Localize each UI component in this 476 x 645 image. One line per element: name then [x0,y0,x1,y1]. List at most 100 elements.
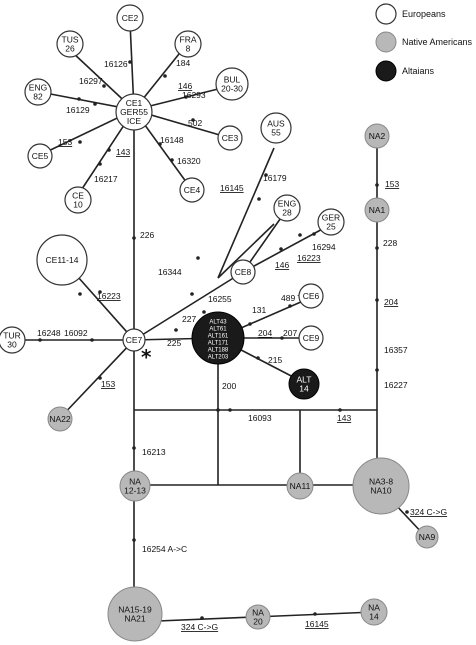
mutation-tick-29 [38,338,42,342]
mutation-tick-4 [93,102,97,106]
mutation-tick-19 [78,292,82,296]
edge-label-e-ce7-ce11: 16223 [97,291,121,301]
edge-label-e-na1-d: 16227 [384,380,408,390]
edge-ce7-ce8 [133,271,244,341]
star-marker: * [141,345,152,369]
edge-label-e-aus-b: 16179 [263,173,287,183]
node-label-bul: 20-30 [221,84,243,94]
node-label-na38: NA3-8 [369,477,393,487]
node-ce7: CE7 [122,328,146,352]
node-circle-ce9 [298,325,324,351]
edge-label-e-ger-c: 146 [275,260,289,270]
mutation-tick-21 [190,292,194,296]
node-na11: NA11 [286,472,314,500]
node-label-ger25: 25 [326,222,336,232]
mutation-tick-36 [375,183,379,187]
mutation-tick-39 [375,368,379,372]
mutation-tick-38 [375,298,379,302]
node-circle-eng82 [24,78,52,106]
node-ce4: CE4 [179,177,205,203]
mutation-tick-7 [78,140,82,144]
node-circle-na20 [245,604,271,630]
edge-label-e-ce1-ce4a: 16148 [160,135,184,145]
node-label-eng82: 82 [33,92,43,102]
node-label-ce7: CE7 [126,335,143,345]
mutation-tick-0 [128,60,132,64]
mutation-tick-16 [312,232,316,236]
edge-label-e-ce7-ce8: 16255 [208,294,232,304]
edge-label-e-na-vert: 16213 [142,447,166,457]
node-label-aus: AUS [267,119,285,129]
edge-label-e-tur-a: 16248 [37,328,61,338]
node-circle-na1519 [107,586,163,642]
node-label-altbig: ALT188 [208,348,229,354]
mutation-tick-25 [288,304,292,308]
mutation-tick-17 [279,247,283,251]
node-na2: NA2 [364,123,390,149]
mutation-tick-37 [375,246,379,250]
mutation-tick-22 [174,328,178,332]
mutation-tick-6 [191,118,195,122]
node-circle-na14 [360,598,388,626]
node-circle-ce8 [230,259,256,285]
node-label-ce4: CE4 [184,185,201,195]
mutation-tick-9 [98,162,102,166]
node-circle-altbig [191,311,245,365]
node-label-na14: NA [368,603,380,613]
node-circle-ce1 [115,93,153,131]
node-label-alt14: ALT [297,375,312,385]
node-circle-na1213 [119,470,151,502]
node-label-ger25: GER [322,213,340,223]
mutation-tick-5 [184,95,188,99]
node-label-na22: NA22 [49,414,71,424]
node-label-ce3: CE3 [222,133,239,143]
node-ce6: CE6 [298,283,324,309]
mutation-tick-20 [98,290,102,294]
node-ce8: CE8 [230,259,256,285]
edge-label-e-alt-alt14: 215 [268,355,282,365]
node-label-ce9: CE9 [303,333,320,343]
node-label-altbig: ALT61 [209,327,227,333]
node-label-eng82: ENG [29,83,47,93]
node-label-altbig: ALT171 [208,341,229,347]
node-label-na20: 20 [253,617,263,627]
node-circle-alt14 [288,368,320,400]
mutation-tick-2 [163,74,167,78]
legend-label-altaians: Altaians [402,66,435,76]
node-label-tur: TUR [3,331,20,341]
node-label-tus: 26 [65,44,75,54]
nodes-layer: CE2TUS26FRA8ENG82BUL20-30CE1GER55ICECE3C… [0,4,439,642]
node-label-na9: NA9 [419,532,436,542]
node-label-ce5: CE5 [32,151,49,161]
edge-label-e-ce1-ce3: 502 [188,118,202,128]
edge-label-e-ce7-alt-a: 227 [182,314,196,324]
node-circle-tus [56,30,84,58]
legend: Europeans Native Americans Altaians [375,3,473,82]
edge-label-e-ce1-ce2: 16126 [104,59,128,69]
edge-label-e-alt-ce6-a: 131 [252,305,266,315]
edge-label-e-ce1-fra: 184 [176,58,190,68]
node-label-na14: 14 [369,612,379,622]
node-label-altbig: ALT161 [208,334,229,340]
node-label-fra: 8 [186,44,191,54]
mutation-tick-30 [90,338,94,342]
edge-label-e-na1-c: 16357 [384,345,408,355]
mutation-tick-31 [98,376,102,380]
edge-label-e-na12-na15: 16254 A->C [142,544,187,554]
edge-label-e-ce1-bul: 16293 [182,90,206,100]
node-label-aus: 55 [271,128,281,138]
edge-label-e-ce7-na22: 153 [101,379,115,389]
node-circle-ce10 [64,186,92,214]
node-ce9: CE9 [298,325,324,351]
node-label-alt14: 14 [299,384,309,394]
edge-label-e-aus-a: 16145 [220,183,244,193]
node-na22: NA22 [47,406,73,432]
mutation-tick-32 [228,408,232,412]
